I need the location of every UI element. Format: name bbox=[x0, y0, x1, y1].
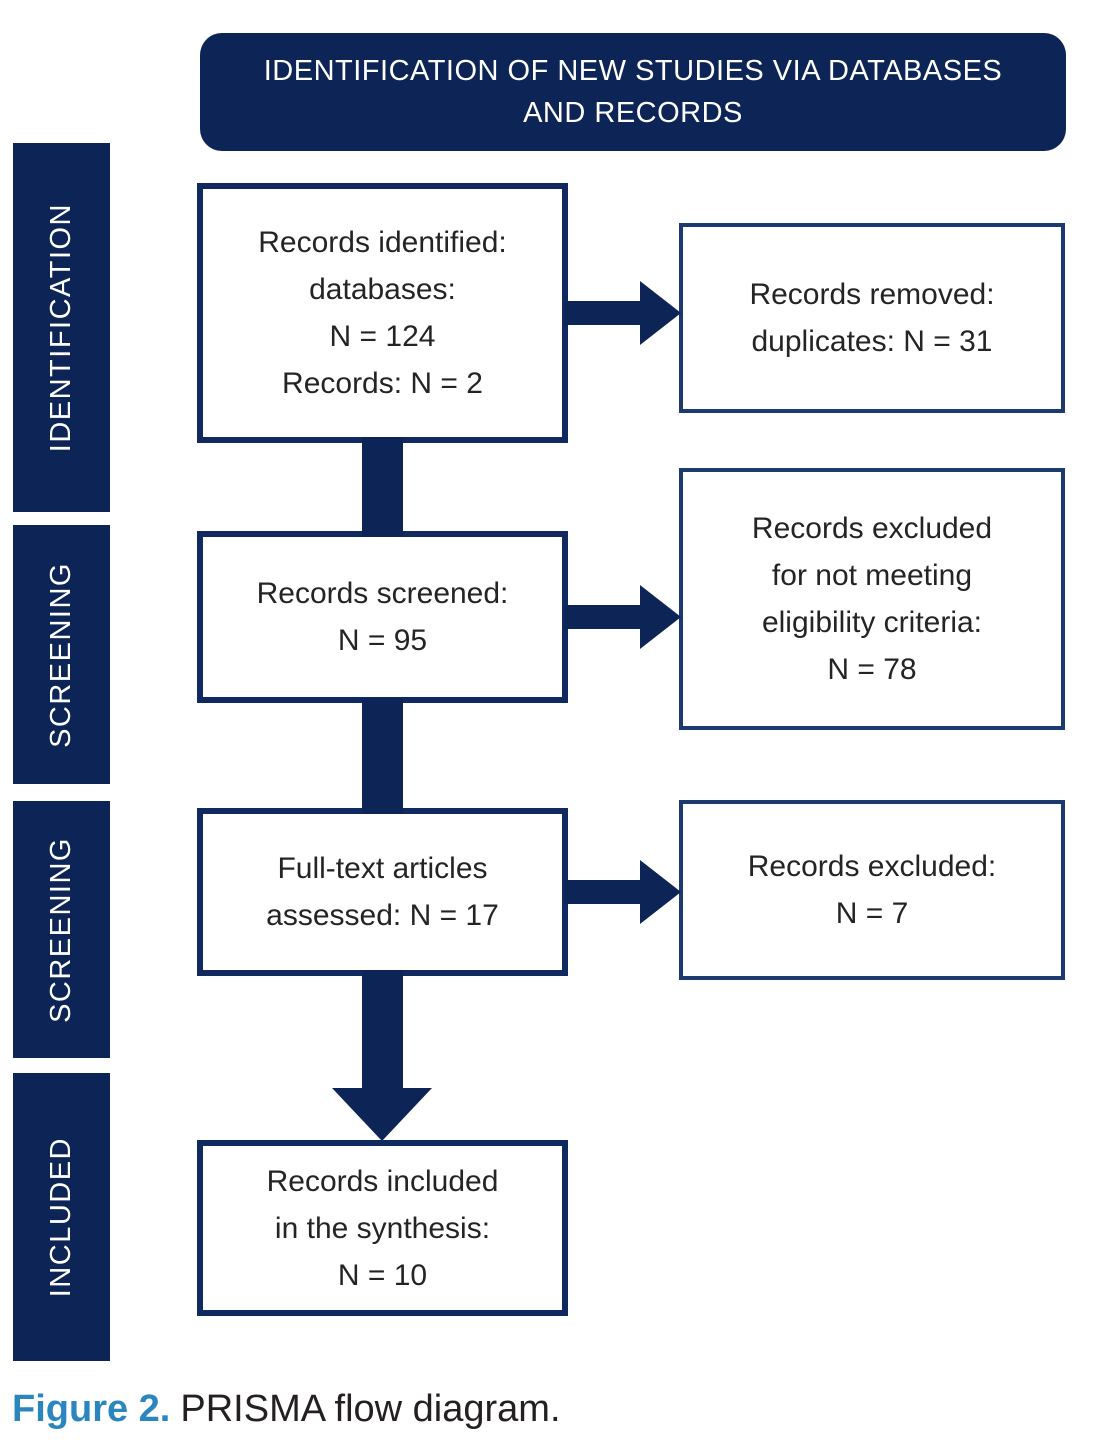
figure-caption-label: Figure 2. bbox=[12, 1388, 171, 1430]
arrow-bar bbox=[564, 301, 644, 325]
arrow-head bbox=[640, 860, 681, 924]
connector-screened-to-fulltext bbox=[362, 698, 403, 814]
header-title: IDENTIFICATION OF NEW STUDIES VIA DATABA… bbox=[263, 55, 1003, 129]
arrow-bar bbox=[564, 880, 644, 904]
arrow-head bbox=[640, 585, 681, 649]
header-banner: IDENTIFICATION OF NEW STUDIES VIA DATABA… bbox=[200, 33, 1066, 151]
stage-screening-1-label: SCREENING bbox=[45, 561, 77, 748]
stage-screening-2-label: SCREENING bbox=[45, 836, 77, 1023]
flow-box-records-identified: Records identified: databases: N = 124 R… bbox=[197, 183, 568, 443]
arrow-fulltext-to-excluded bbox=[564, 860, 684, 924]
arrow-head bbox=[640, 281, 681, 345]
flow-box-records-screened: Records screened: N = 95 bbox=[197, 531, 568, 703]
stage-included-label: INCLUDED bbox=[45, 1136, 77, 1298]
arrow-fulltext-to-included-bar bbox=[362, 970, 403, 1090]
flow-box-records-excluded: Records excluded: N = 7 bbox=[679, 800, 1065, 980]
arrow-bar bbox=[564, 605, 644, 629]
connector-identified-to-screened bbox=[362, 437, 403, 537]
figure-caption: Figure 2.PRISMA flow diagram. bbox=[12, 1388, 561, 1431]
flow-box-records-screened-text: Records screened: N = 95 bbox=[256, 577, 509, 657]
arrow-fulltext-to-included-head bbox=[332, 1088, 432, 1141]
flow-box-records-excluded-eligibility: Records excluded for not meeting eligibi… bbox=[679, 468, 1065, 730]
flow-box-records-included-text: Records included in the synthesis: N = 1… bbox=[266, 1164, 499, 1292]
flow-box-records-removed: Records removed: duplicates: N = 31 bbox=[679, 223, 1065, 413]
arrow-identified-to-removed bbox=[564, 281, 684, 345]
stage-screening-2: SCREENING bbox=[13, 801, 110, 1058]
flow-box-records-excluded-text: Records excluded: N = 7 bbox=[747, 850, 997, 930]
flow-box-fulltext-assessed: Full-text articles assessed: N = 17 bbox=[197, 808, 568, 976]
flow-box-records-included: Records included in the synthesis: N = 1… bbox=[197, 1140, 568, 1316]
stage-identification-label: IDENTIFICATION bbox=[45, 202, 77, 453]
flow-box-records-identified-text: Records identified: databases: N = 124 R… bbox=[258, 226, 507, 400]
flow-box-fulltext-assessed-text: Full-text articles assessed: N = 17 bbox=[266, 852, 499, 932]
stage-screening-1: SCREENING bbox=[13, 525, 110, 784]
flow-box-records-removed-text: Records removed: duplicates: N = 31 bbox=[749, 278, 995, 358]
flow-box-records-excluded-eligibility-text: Records excluded for not meeting eligibi… bbox=[751, 512, 993, 686]
stage-included: INCLUDED bbox=[13, 1073, 110, 1361]
figure-caption-text: PRISMA flow diagram. bbox=[180, 1388, 561, 1430]
stage-identification: IDENTIFICATION bbox=[13, 143, 110, 512]
arrow-screened-to-excluded-eligibility bbox=[564, 585, 684, 649]
